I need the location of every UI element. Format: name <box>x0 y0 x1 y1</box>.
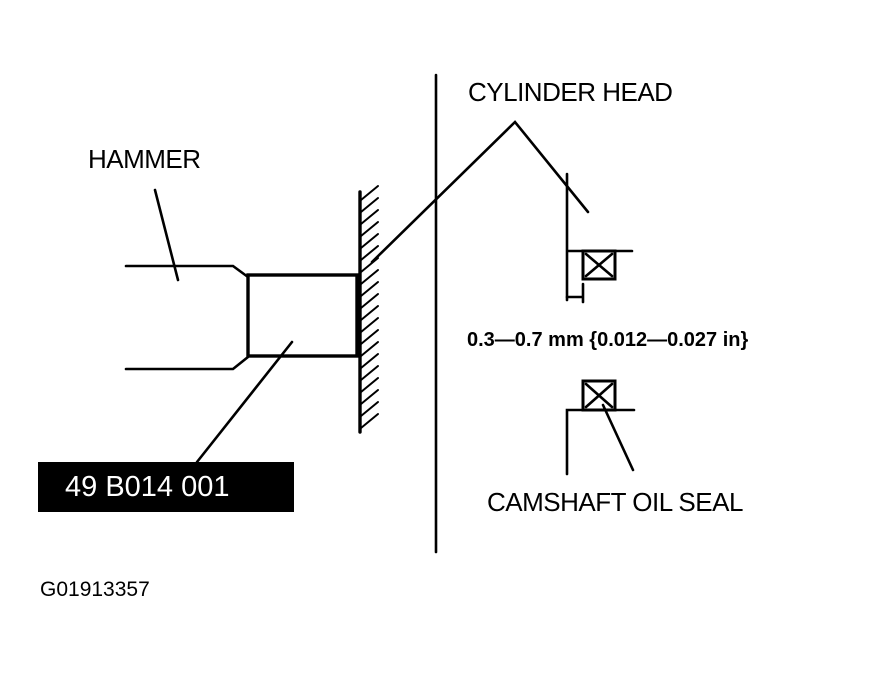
hatch-stroke <box>360 293 379 309</box>
hatch-stroke <box>360 365 379 381</box>
upper-seal-seat <box>565 172 634 302</box>
hammer-shape <box>124 264 250 371</box>
hatch-stroke <box>360 281 379 297</box>
cylinder-head-label: CYLINDER HEAD <box>468 77 673 107</box>
hatch-stroke <box>360 413 379 429</box>
hatch-stroke <box>360 197 379 213</box>
camshaft-oil-seal-label: CAMSHAFT OIL SEAL <box>487 487 743 517</box>
hatch-stroke <box>360 329 379 345</box>
hatch-stroke <box>360 185 379 201</box>
tool-number-badge: 49 B014 001 <box>38 462 294 512</box>
hatch-stroke <box>360 233 379 249</box>
hatch-stroke <box>360 353 379 369</box>
hatch-stroke <box>360 317 379 333</box>
lower-seal-seat <box>565 408 636 476</box>
cylinder-head-leader <box>370 120 590 264</box>
hatch-stroke <box>360 221 379 237</box>
hatch-stroke <box>360 269 379 285</box>
hatch-stroke <box>360 209 379 225</box>
dimension-mark <box>565 282 585 304</box>
tool-leader <box>195 340 294 464</box>
seal-leader <box>601 403 635 472</box>
figure-id: G01913357 <box>40 578 150 601</box>
hatch-stroke <box>360 389 379 405</box>
installer-tool <box>246 273 359 358</box>
hatch-stroke <box>360 401 379 417</box>
hatch-stroke <box>360 245 379 261</box>
hatch-stroke <box>360 305 379 321</box>
hammer-leader <box>153 188 180 282</box>
dimension-label: 0.3—0.7 mm {0.012—0.027 in} <box>467 329 749 351</box>
hammer-label: HAMMER <box>88 144 201 174</box>
hatch-stroke <box>360 377 379 393</box>
wall-hatching <box>360 185 379 429</box>
upper-seal <box>581 249 617 281</box>
hatch-stroke <box>360 341 379 357</box>
lower-seal <box>581 379 617 412</box>
